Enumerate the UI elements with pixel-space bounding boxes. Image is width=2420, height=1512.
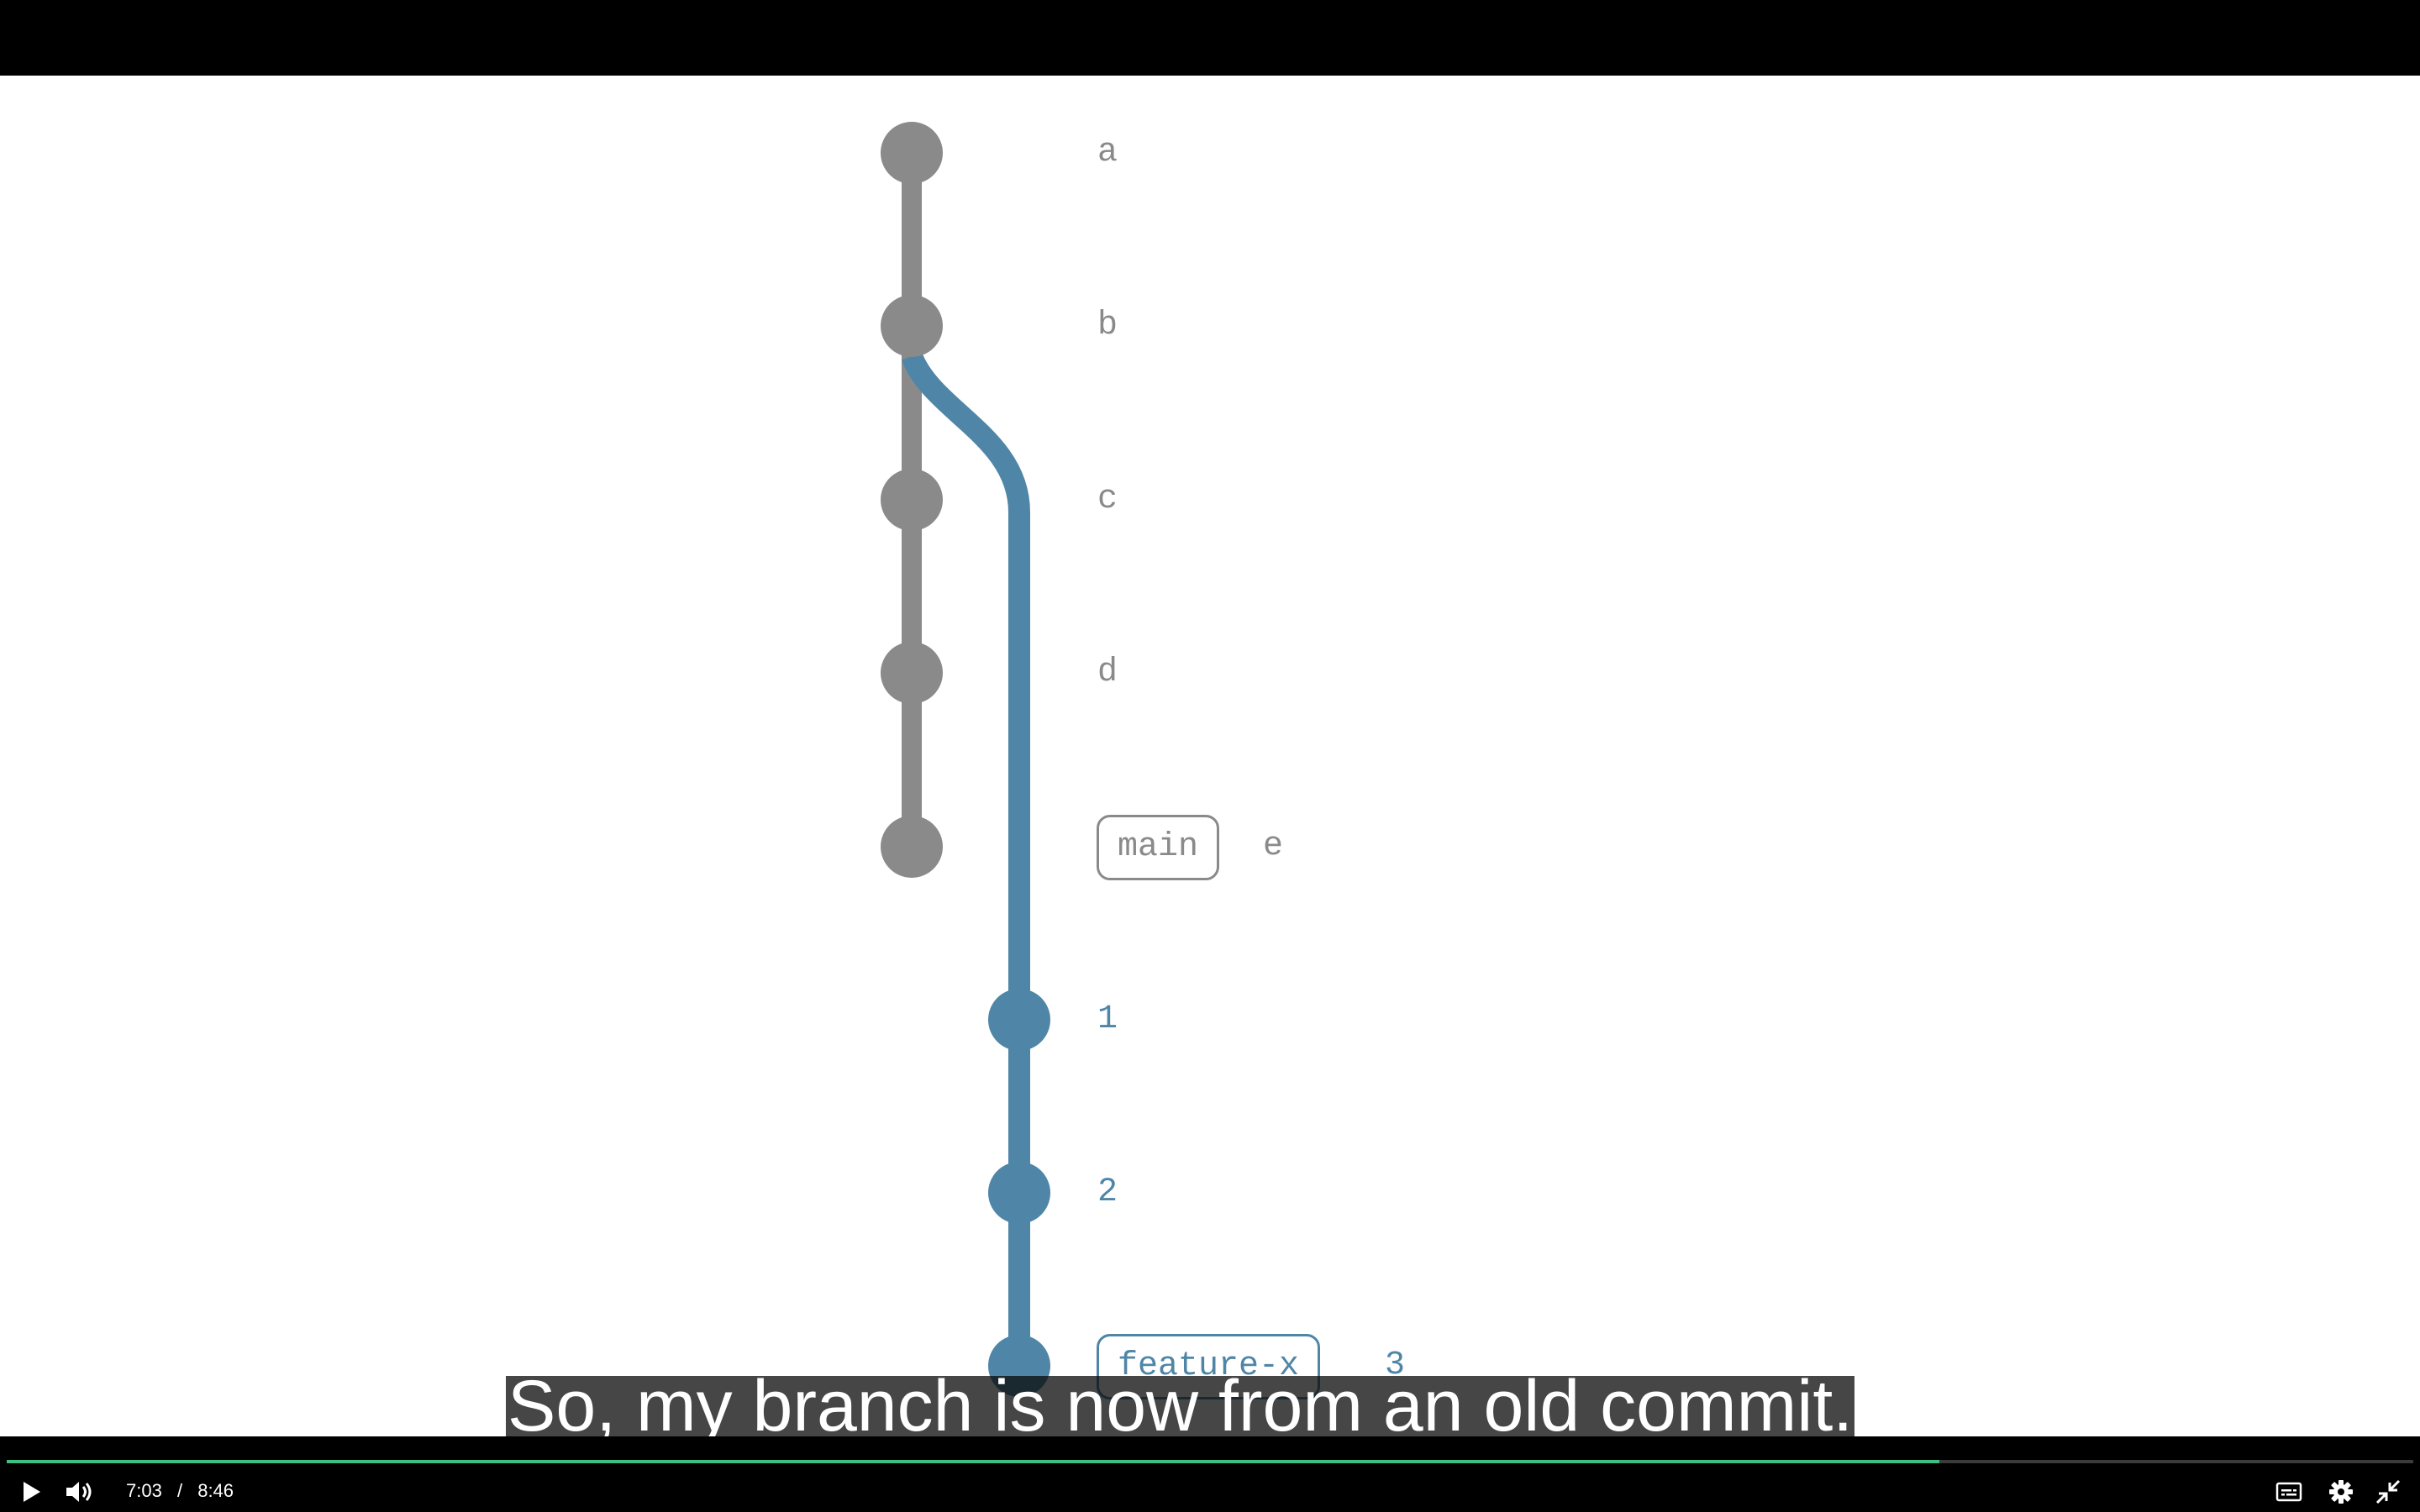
video-frame[interactable]: a b c d main e 1 2 feature-x 3 <box>0 76 2420 1436</box>
commit-node-a <box>881 122 943 184</box>
progress-bar-fill <box>7 1460 1939 1463</box>
commit-label-b: b <box>1097 307 1118 344</box>
exit-fullscreen-icon <box>2375 1479 2401 1504</box>
commit-node-c <box>881 469 943 531</box>
time-separator: / <box>176 1480 183 1501</box>
commit-label-1: 1 <box>1097 1000 1118 1038</box>
subtitle-caption: So, my branch is now from an old commit. <box>506 1366 1855 1446</box>
commit-node-2 <box>988 1162 1050 1224</box>
time-display: 7:03 / 8:46 <box>126 1478 234 1504</box>
commit-label-d: d <box>1097 654 1118 691</box>
branch-tag-main: main <box>1097 815 1220 880</box>
player-controls: 7:03 / 8:46 <box>0 1436 2420 1512</box>
volume-button[interactable] <box>60 1475 99 1509</box>
play-button[interactable] <box>15 1475 49 1509</box>
feature-branch-line <box>901 351 1030 1386</box>
commit-node-e <box>881 816 943 878</box>
captions-button[interactable] <box>2270 1475 2307 1509</box>
commit-label-2: 2 <box>1097 1173 1118 1211</box>
settings-icon <box>2329 1480 2353 1504</box>
exit-fullscreen-button[interactable] <box>2370 1475 2407 1509</box>
commit-label-e: e <box>1263 827 1284 865</box>
commit-graph <box>881 122 1050 1397</box>
captions-icon <box>2275 1482 2302 1502</box>
progress-bar[interactable] <box>7 1460 2413 1463</box>
duration: 8:46 <box>197 1480 234 1501</box>
commit-node-1 <box>988 989 1050 1051</box>
commit-node-b <box>881 295 943 357</box>
commit-node-d <box>881 642 943 704</box>
volume-icon <box>66 1482 92 1502</box>
play-icon <box>24 1482 40 1502</box>
commit-label-c: c <box>1097 480 1118 518</box>
commit-label-a: a <box>1097 134 1118 171</box>
current-time: 7:03 <box>126 1480 162 1501</box>
settings-button[interactable] <box>2323 1475 2360 1509</box>
